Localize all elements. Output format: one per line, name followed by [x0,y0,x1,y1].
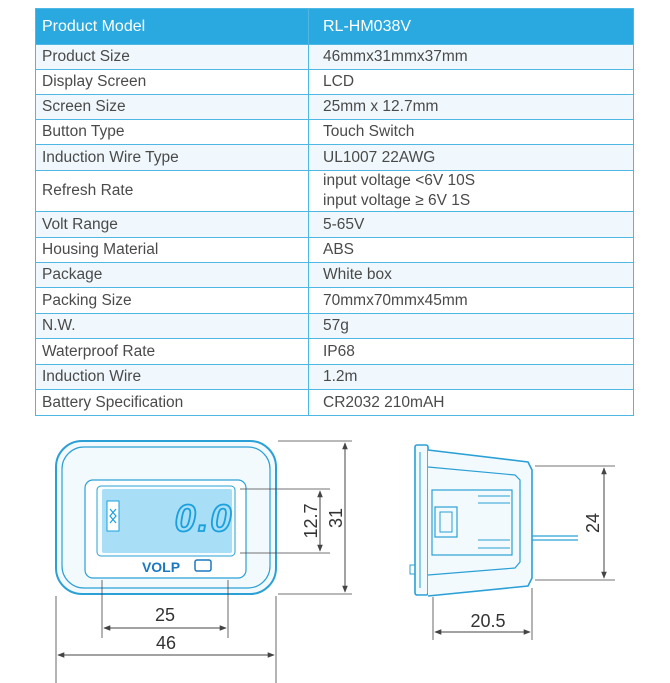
table-row: Button Type Touch Switch [35,119,634,145]
row-label: Waterproof Rate [35,338,309,365]
row-label: Packing Size [35,287,309,314]
side-housing [427,449,533,597]
header-value: RL-HM038V [308,8,634,45]
row-label: Display Screen [35,69,309,95]
row-value: White box [308,262,634,288]
table-header-row: Product Model RL-HM038V [35,8,634,45]
table-row: Package White box [35,262,634,288]
row-label: Button Type [35,119,309,145]
table-row: Volt Range 5-65V [35,211,634,238]
header-label: Product Model [35,8,309,45]
row-value-line: input voltage <6V 10S [323,172,476,189]
row-value: Touch Switch [308,119,634,145]
table-row: Packing Size 70mmx70mmx45mm [35,287,634,314]
dim-side-depth: 20.5 [470,611,505,631]
row-value: input voltage <6V 10S input voltage ≥ 6V… [308,170,634,212]
side-body [431,489,513,556]
row-value: IP68 [308,338,634,365]
row-value: 25mm x 12.7mm [308,94,634,120]
row-value: 57g [308,313,634,339]
row-value-line: input voltage ≥ 6V 1S [323,192,471,209]
dim-side-height: 24 [583,513,603,533]
row-value: 1.2m [308,364,634,390]
table-row: Screen Size 25mm x 12.7mm [35,94,634,120]
dim-screen-height: 12.7 [301,503,321,538]
battery-icon [106,500,120,532]
table-row: N.W. 57g [35,313,634,339]
side-window [434,506,458,538]
table-row: Display Screen LCD [35,69,634,95]
row-label: Refresh Rate [35,170,309,212]
lcd-screen [102,489,232,553]
row-value: LCD [308,69,634,95]
row-label: Screen Size [35,94,309,120]
side-window-inner [439,511,453,533]
row-value: 46mmx31mmx37mm [308,44,634,70]
dim-screen-width: 25 [155,605,175,625]
row-label: N.W. [35,313,309,339]
hourglass-icon [109,508,117,524]
table-row: Induction Wire Type UL1007 22AWG [35,144,634,171]
side-clip [409,564,416,575]
table-row: Induction Wire 1.2m [35,364,634,390]
row-label: Battery Specification [35,389,309,416]
spec-table: Product Model RL-HM038V Product Size 46m… [35,8,634,416]
table-row: Battery Specification CR2032 210mAH [35,389,634,416]
side-inner [427,466,521,576]
table-row: Housing Material ABS [35,237,634,263]
row-value: CR2032 210mAH [308,389,634,416]
row-label: Induction Wire [35,364,309,390]
row-value: 70mmx70mmx45mm [308,287,634,314]
dim-body-width: 46 [156,633,176,653]
row-label: Housing Material [35,237,309,263]
brand-label: VOLP [142,559,180,575]
table-row: Refresh Rate input voltage <6V 10S input… [35,170,634,212]
housing-inner [61,446,271,589]
row-value: 5-65V [308,211,634,238]
touch-button-icon [194,559,212,572]
display-reading: 0.0 [175,498,234,540]
dim-body-height: 31 [326,508,346,528]
side-view: 24 20.5 [409,444,615,640]
front-view: 0.0 VOLP 25 46 12.7 31 [55,440,352,683]
side-bezel [414,444,429,596]
table-row: Waterproof Rate IP68 [35,338,634,365]
row-label: Package [35,262,309,288]
row-label: Induction Wire Type [35,144,309,171]
